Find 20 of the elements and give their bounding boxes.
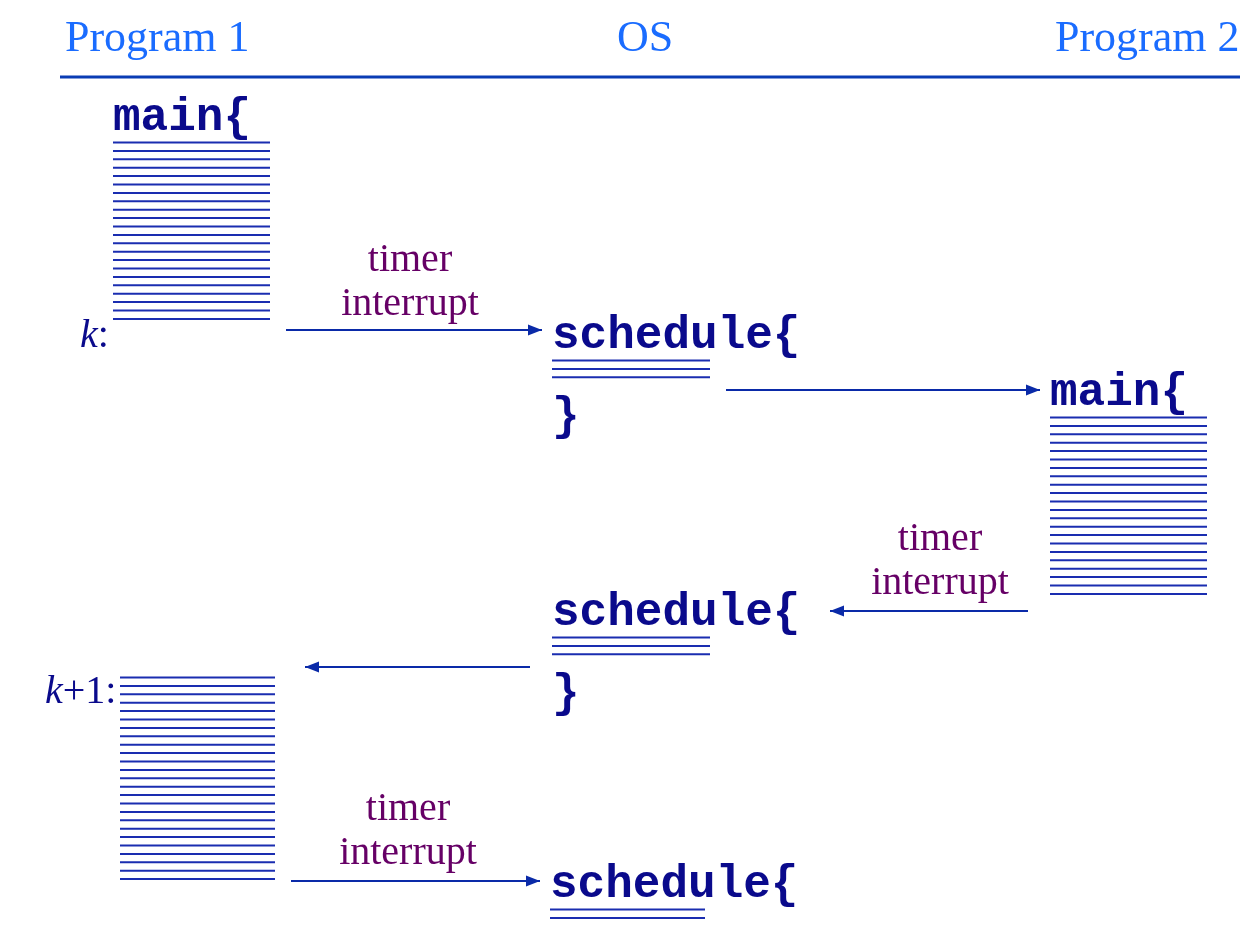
edge-label: timer interrupt [340,236,480,324]
arrow [285,324,543,336]
column-heading: Program 2 [1055,12,1240,62]
code-line: schedule{ [550,862,799,908]
line-marker: k: [80,312,109,356]
code-line: main{ [1050,370,1189,416]
column-heading: OS [617,12,674,62]
edge-label: timer interrupt [338,785,478,873]
arrow [304,661,531,673]
code-line: schedule{ [552,313,801,359]
arrow [829,605,1029,617]
code-line: schedule{ [552,590,801,636]
code-line: main{ [113,95,252,141]
arrow [290,875,541,887]
edge-label: timer interrupt [870,515,1010,603]
line-marker: k+1: [45,668,117,712]
arrow [725,384,1041,396]
code-line: } [552,394,580,441]
column-heading: Program 1 [65,12,250,62]
code-line: } [552,671,580,718]
